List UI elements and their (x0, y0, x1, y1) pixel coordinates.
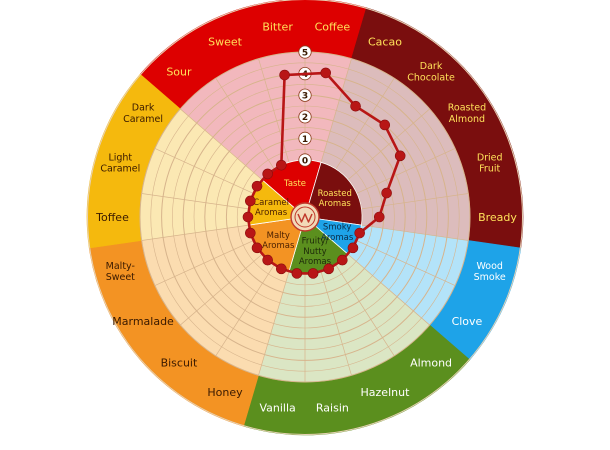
data-point-malty-sweet (245, 227, 256, 239)
category-label: Bitter (262, 20, 293, 33)
grid-spoke (180, 108, 263, 180)
data-point-bitter (279, 69, 290, 81)
category-label: Almond (410, 356, 452, 369)
group-label: Taste (283, 179, 306, 189)
category-label: Sour (166, 65, 192, 78)
logo-inner-ring (294, 206, 316, 228)
grid-spoke (215, 264, 275, 356)
grid-spoke (347, 254, 430, 326)
center-logo-icon (290, 202, 320, 232)
data-point-coffee (320, 67, 332, 79)
data-point-toffee (242, 211, 254, 223)
grid-spoke (215, 78, 275, 170)
data-point-light-caramel (245, 195, 256, 207)
data-point-biscuit (262, 254, 273, 266)
grid-spoke (361, 224, 469, 241)
grid-spoke (180, 254, 263, 326)
category-label: Cacao (368, 36, 402, 49)
scale-tick-label: 5 (302, 48, 308, 58)
grid-spokes (141, 52, 469, 382)
category-label: Clove (452, 315, 483, 328)
data-point-bready (373, 211, 385, 223)
outer-ring-edge (87, 0, 523, 435)
data-point-hazelnut (323, 263, 334, 275)
grid-spoke (347, 108, 430, 180)
category-label: Vanilla (259, 401, 295, 414)
scale-badge (298, 110, 312, 124)
category-label: Biscuit (161, 356, 198, 369)
scale-badge (298, 88, 312, 102)
data-point-honey (276, 263, 287, 275)
category-label: Bready (478, 211, 517, 224)
grid-spoke (335, 264, 395, 356)
category-label: Raisin (316, 401, 349, 414)
group-sector-roasted-aromas (304, 161, 363, 226)
series-1 (242, 67, 406, 279)
grid-spoke (258, 58, 290, 163)
scale-tick-label: 0 (302, 156, 308, 166)
data-point-clove (347, 242, 359, 254)
data-point-raisin (307, 268, 319, 279)
data-point-almond (337, 254, 348, 266)
category-label: Hazelnut (361, 386, 411, 399)
scale-badge (298, 131, 312, 145)
data-point-sour (262, 168, 273, 180)
grid-spoke (258, 271, 290, 376)
grid-spoke (154, 240, 254, 286)
grid-spoke (320, 58, 352, 163)
scale-tick-label: 2 (302, 113, 308, 123)
data-point-roasted-almond (394, 150, 406, 162)
data-point-dark-chocolate (379, 119, 391, 131)
category-label: Honey (207, 386, 243, 399)
logo-mark (297, 213, 313, 223)
data-point-wood-smoke (354, 227, 365, 239)
data-point-cacao (350, 100, 361, 112)
data-point-marmalade (251, 242, 263, 254)
grid-spoke (361, 193, 469, 210)
category-label: Malty-Sweet (106, 261, 136, 283)
grid-spoke (141, 193, 249, 210)
data-point-dark-caramel (251, 180, 263, 192)
scale-tick-label: 3 (302, 92, 308, 102)
data-point-vanilla (291, 268, 303, 279)
category-label: Coffee (315, 20, 351, 33)
scale-badge (298, 153, 312, 167)
grid-spoke (335, 78, 395, 170)
grid-spoke (320, 271, 352, 376)
scale-tick-label: 1 (302, 135, 308, 145)
grid-spoke (356, 240, 456, 286)
category-label: Toffee (95, 211, 129, 224)
data-point-dried-fruit (381, 187, 392, 199)
grid-spoke (356, 148, 456, 194)
data-point-sweet (276, 159, 287, 171)
grid-spoke (141, 224, 249, 241)
grid-spoke (154, 148, 254, 194)
scale-badge (298, 45, 312, 59)
category-label: Sweet (208, 36, 243, 49)
category-label: Marmalade (112, 315, 174, 328)
